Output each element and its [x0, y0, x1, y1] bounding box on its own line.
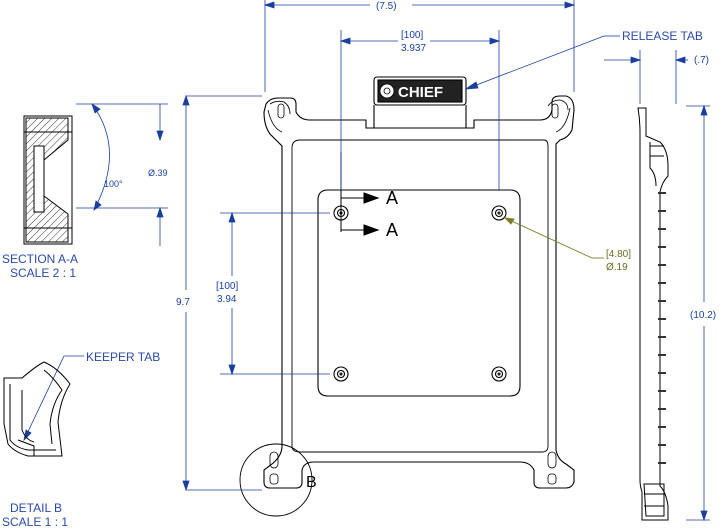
release-tab-label: RELEASE TAB [622, 29, 703, 43]
section-a-a-view [23, 115, 73, 245]
section-title: SECTION A-A [2, 252, 78, 266]
dim-side-depth: (.7) [694, 55, 709, 66]
bracket-inner-outline [291, 139, 549, 453]
front-view [263, 76, 575, 489]
dim-hole-dia-in: Ø.19 [606, 262, 628, 273]
dim-overall-height: 9.7 [176, 297, 190, 308]
detail-b-circle [239, 443, 313, 517]
dim-side-height: (10.2) [690, 310, 716, 321]
detail-b-view [3, 361, 71, 457]
release-tab-logo: CHIEF [398, 84, 443, 101]
dim-overall-width: (7.5) [376, 1, 397, 12]
dim-hole-spacing-h-mm: [100] [401, 30, 423, 41]
dim-section-dia: Ø.39 [148, 168, 168, 178]
section-markers [340, 152, 380, 236]
hole-callout-leader [503, 217, 604, 259]
dim-hole-spacing-v-mm: [100] [216, 281, 238, 292]
side-view [637, 107, 669, 521]
section-marker-a-bottom: A [386, 220, 398, 240]
detail-title: DETAIL B [10, 501, 62, 515]
keeper-tab-label: KEEPER TAB [86, 350, 160, 364]
section-scale: SCALE 2 : 1 [10, 266, 76, 280]
detail-scale: SCALE 1 : 1 [2, 515, 68, 529]
side-view-texture [658, 192, 666, 464]
detail-b-marker: B [306, 474, 317, 491]
dimension-lines [23, 0, 710, 522]
mounting-holes [333, 205, 507, 382]
vesa-plate [317, 189, 521, 397]
dim-hole-spacing-v-in: 3.94 [217, 294, 237, 305]
dim-hole-dia-mm: [4.80] [606, 249, 631, 260]
bracket-outer-outline [263, 95, 575, 489]
section-marker-a-top: A [386, 188, 398, 208]
dim-section-angle: 100° [104, 179, 123, 189]
dim-hole-spacing-h-in: 3.937 [401, 43, 426, 54]
